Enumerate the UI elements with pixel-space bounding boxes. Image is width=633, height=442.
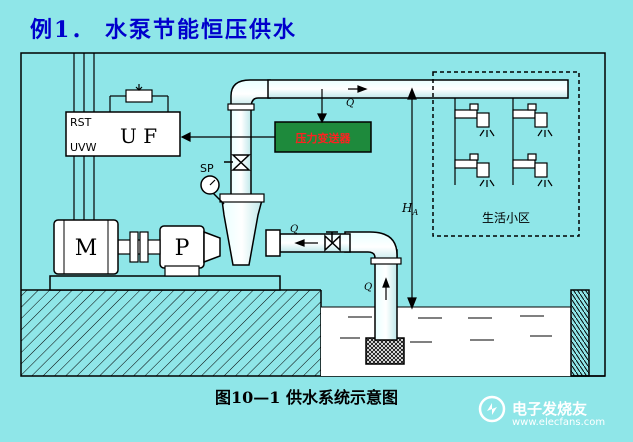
- living-area-label: 生活小区: [482, 211, 530, 225]
- pump-base: [49, 275, 281, 291]
- motor-label: M: [75, 236, 98, 261]
- pump: [159, 225, 221, 277]
- faucets: [454, 98, 553, 187]
- discharge-valve: [224, 154, 251, 171]
- watermark: 电子发烧友 www.elecfans.com: [478, 395, 605, 428]
- main-supply-pipe: [267, 79, 569, 99]
- flow-label-inlet: Q: [290, 224, 298, 235]
- signal-line: [180, 89, 327, 142]
- transmitter-label: 压力变送器: [296, 131, 352, 145]
- water-reservoir: [321, 289, 605, 377]
- watermark-text: 电子发烧友: [512, 399, 588, 418]
- pressure-transmitter: [274, 121, 372, 153]
- page-title: 例1． 水泵节能恒压供水: [30, 17, 297, 43]
- shaft-coupling: [117, 231, 161, 263]
- motor: [53, 219, 119, 275]
- uvw-label: UVW: [70, 141, 97, 154]
- inverter-box: [65, 111, 181, 157]
- power-lines: [73, 53, 95, 220]
- flow-arrows: [294, 85, 390, 300]
- flow-label-top: Q: [346, 98, 354, 109]
- head-dimension: [407, 87, 417, 310]
- watermark-logo-icon: [478, 395, 506, 423]
- inlet-valve: [324, 231, 341, 252]
- potentiometer: [109, 84, 169, 112]
- figure-caption: 图10—1 供水系统示意图: [215, 388, 398, 407]
- pressure-gauge: [200, 175, 225, 205]
- suction-strainer: [365, 337, 405, 365]
- living-area-box: [432, 71, 580, 237]
- pump-label: P: [175, 236, 190, 261]
- ground-foundation: [21, 289, 322, 376]
- head-label: HA: [401, 201, 418, 217]
- uf-label: U F: [120, 124, 157, 148]
- watermark-url: www.elecfans.com: [512, 417, 606, 428]
- rst-label: RST: [70, 116, 92, 129]
- sp-label: SP: [200, 162, 214, 175]
- pump-volute: [221, 199, 263, 266]
- flow-label-suction: Q: [364, 282, 372, 293]
